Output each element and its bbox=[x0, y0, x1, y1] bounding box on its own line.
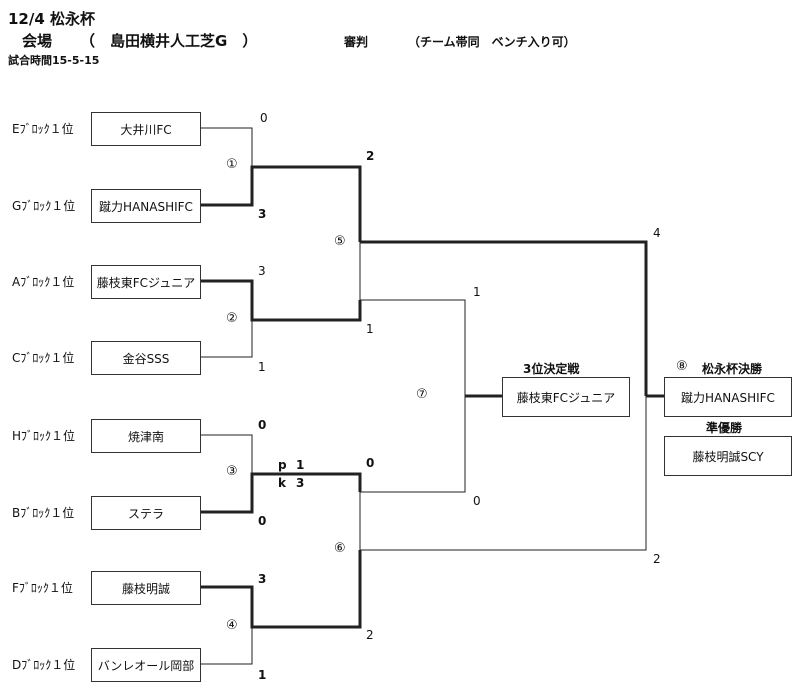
pk-p-label: p bbox=[278, 458, 287, 472]
score: 1 bbox=[366, 322, 374, 336]
team-box: 蹴力HANASHIFC bbox=[91, 189, 201, 223]
score: 0 bbox=[258, 418, 267, 432]
team-box: 藤枝東FCジュニア bbox=[91, 265, 201, 299]
score: 0 bbox=[258, 514, 267, 528]
score: 3 bbox=[258, 264, 266, 278]
match-time: 試合時間15-5-15 bbox=[8, 54, 100, 67]
line-m3-top bbox=[199, 434, 253, 474]
team-box: 藤枝明誠 bbox=[91, 571, 201, 605]
seed-label: Fﾌﾞﾛｯｸ１位 bbox=[12, 581, 73, 595]
pk-k-label: k bbox=[278, 476, 286, 490]
score: 4 bbox=[653, 226, 661, 240]
runner-up-box: 藤枝明誠SCY bbox=[664, 436, 792, 476]
score: 1 bbox=[258, 360, 266, 374]
match-number: ③ bbox=[226, 464, 238, 479]
score: 1 bbox=[473, 285, 481, 299]
score: 3 bbox=[258, 572, 267, 586]
line-m7-bottom bbox=[360, 396, 466, 493]
bench-note: （チーム帯同 ベンチ入り可） bbox=[408, 35, 576, 49]
win-m1 bbox=[199, 165, 362, 242]
match-number: ① bbox=[226, 157, 238, 172]
win-m2 bbox=[199, 279, 362, 322]
line-final-bottom bbox=[360, 396, 647, 551]
seed-label: Gﾌﾞﾛｯｸ１位 bbox=[12, 199, 76, 213]
win-m4 bbox=[199, 550, 362, 629]
line-m1-top bbox=[199, 127, 253, 167]
score: 3 bbox=[258, 207, 267, 221]
match-number: ⑥ bbox=[334, 541, 346, 556]
score: 2 bbox=[653, 552, 661, 566]
seed-label: Eﾌﾞﾛｯｸ１位 bbox=[12, 122, 74, 136]
team-box: 焼津南 bbox=[91, 419, 201, 453]
seed-label: Bﾌﾞﾛｯｸ１位 bbox=[12, 506, 75, 520]
team-box: 大井川FC bbox=[91, 112, 201, 146]
score: 0 bbox=[473, 494, 481, 508]
seed-label: Dﾌﾞﾛｯｸ１位 bbox=[12, 658, 76, 672]
score: 2 bbox=[366, 149, 375, 163]
match-number: ⑦ bbox=[416, 387, 428, 402]
pk-p-score: 1 bbox=[296, 458, 305, 472]
team-box: 金谷SSS bbox=[91, 341, 201, 375]
team-box: バンレオール岡部 bbox=[91, 648, 201, 682]
third-place-winner-box: 藤枝東FCジュニア bbox=[502, 377, 630, 417]
score: 0 bbox=[260, 111, 268, 125]
team-box: ステラ bbox=[91, 496, 201, 530]
runner-up-label: 準優勝 bbox=[706, 421, 743, 435]
match-number: ⑧ bbox=[676, 359, 688, 374]
match-number: ⑤ bbox=[334, 234, 346, 249]
final-label: 松永杯決勝 bbox=[702, 362, 763, 376]
seed-label: Hﾌﾞﾛｯｸ１位 bbox=[12, 429, 76, 443]
win-m3 bbox=[199, 472, 362, 514]
tournament-title: 12/4 松永杯 bbox=[8, 10, 96, 28]
score: 2 bbox=[366, 628, 374, 642]
seed-label: Aﾌﾞﾛｯｸ１位 bbox=[12, 275, 75, 289]
venue-label: 会場 bbox=[22, 32, 53, 50]
referee-label: 審判 bbox=[344, 35, 369, 49]
seed-label: Cﾌﾞﾛｯｸ１位 bbox=[12, 351, 75, 365]
line-m4-bottom bbox=[199, 627, 253, 665]
match-number: ② bbox=[226, 311, 238, 326]
line-m2-bottom bbox=[199, 320, 253, 358]
third-place-label: 3位決定戦 bbox=[523, 362, 580, 376]
champion-box: 蹴力HANASHIFC bbox=[664, 377, 792, 417]
line-m7-top bbox=[360, 299, 466, 396]
venue-name: （ 島田横井人工芝G ） bbox=[80, 32, 258, 50]
win-m5 bbox=[360, 240, 648, 396]
score: 0 bbox=[366, 456, 375, 470]
score: 1 bbox=[258, 668, 267, 682]
match-number: ④ bbox=[226, 618, 238, 633]
pk-k-score: 3 bbox=[296, 476, 305, 490]
